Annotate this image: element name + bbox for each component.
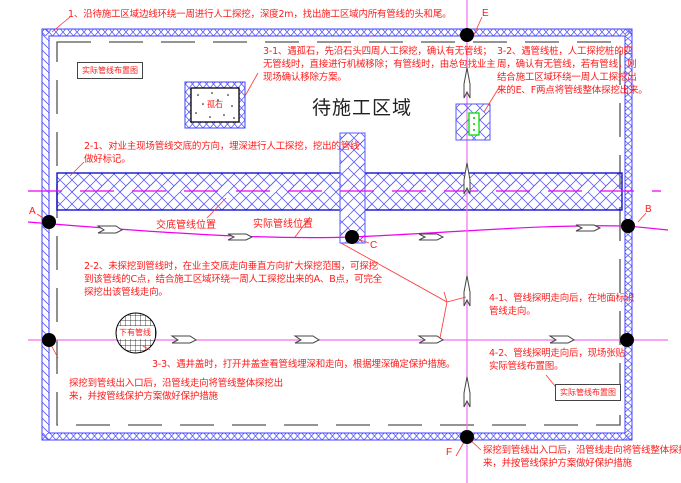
point-a-marker <box>42 215 56 229</box>
arrow-right-icon <box>418 233 445 241</box>
note-4-2-post-layout: 4-2、管线探明走向后，现场张贴 实际管线布置图。 <box>489 348 625 372</box>
note-bottom-exit-excavation: 探挖到管线出入口后，沿管线走向将管线整体探挖出 来，并按管线保护方案做好保护措施 <box>483 445 681 469</box>
note-3-3-manhole: 3-3、遇井盖时，打开井盖查看管线埋深和走向，根据埋深确定保护措施。 <box>152 359 456 370</box>
note-2-2-missing-pipe: 2-2、未探挖到管线时，在业主交底走向垂直方向扩大探挖范围，可探挖 到该管线的C… <box>84 261 383 298</box>
note-4-1-mark-direction: 4-1、管线探明走向后，在地面标识 管线走向。 <box>489 293 635 317</box>
arrow-up-icon <box>463 376 471 408</box>
arrow-right-icon <box>293 335 320 344</box>
excavation-perimeter-band <box>41 28 633 441</box>
leader-lines <box>36 16 647 457</box>
label-point-c: C <box>370 240 378 251</box>
point-b-marker <box>621 219 635 233</box>
label-actual-pipe-position: 实际管线位置 <box>253 219 313 230</box>
note-1-perimeter-excavation: 1、沿待施工区域边线环绕一周进行人工探挖，深度2m，找出施工区域内所有管线的头和… <box>68 9 452 20</box>
label-point-e: E <box>482 8 489 19</box>
construction-area-dashed-boundary <box>56 41 621 426</box>
construction-area-title: 待施工区域 <box>312 97 413 119</box>
arrow-right-icon <box>417 335 444 344</box>
note-3-2-pile: 3-2、遇管线桩，人工探挖桩的四 周，确认有无管线，若有管线，则 结合施工区域环… <box>497 46 648 96</box>
point-right-exit-marker <box>620 333 634 347</box>
survey-points <box>42 28 635 444</box>
direction-arrows <box>96 67 602 408</box>
note-2-1-designed-pipe: 2-1、对业主现场管线交底的方向，埋深进行人工探挖，挖出的管线 做好标记。 <box>84 141 360 165</box>
arrow-up-icon <box>463 67 471 99</box>
c-point-trench <box>339 132 366 244</box>
point-e-marker <box>460 28 474 42</box>
boulder-symbol <box>184 81 246 129</box>
arrow-right-icon <box>170 335 197 344</box>
label-point-b: B <box>645 204 652 215</box>
point-c-marker <box>345 230 359 244</box>
note-3-1-boulder: 3-1、遇孤石，先沿石头四周人工探挖，确认有无管线； 无管线时，直接进行机械移除… <box>263 46 496 83</box>
arrow-right-icon <box>227 233 254 241</box>
label-boulder: 孤石 <box>207 100 223 109</box>
label-point-f: F <box>446 447 453 458</box>
manhole-symbol <box>115 312 157 354</box>
label-manhole: 下有管线 <box>119 328 151 337</box>
arrow-right-icon <box>575 224 602 232</box>
point-left-exit-marker <box>42 333 56 347</box>
label-designed-pipe-position: 交底管线位置 <box>156 220 216 231</box>
note-left-exit-excavation: 探挖到管线出入口后，沿管线走向将管线整体探挖出 来，并按管线保护方案做好保护措施 <box>69 378 283 402</box>
actual-pipe-layout-sign-bottom: 实际管线布置图 <box>555 384 621 401</box>
actual-pipe-layout-sign-top: 实际管线布置图 <box>77 62 143 79</box>
arrow-up-icon <box>463 162 471 195</box>
arrow-up-icon <box>463 275 471 307</box>
point-f-marker <box>460 430 474 444</box>
label-point-a: A <box>29 206 36 217</box>
pipeline-pile-symbol <box>455 103 491 141</box>
arrow-right-icon <box>96 225 123 234</box>
arrow-right-icon <box>548 335 575 344</box>
